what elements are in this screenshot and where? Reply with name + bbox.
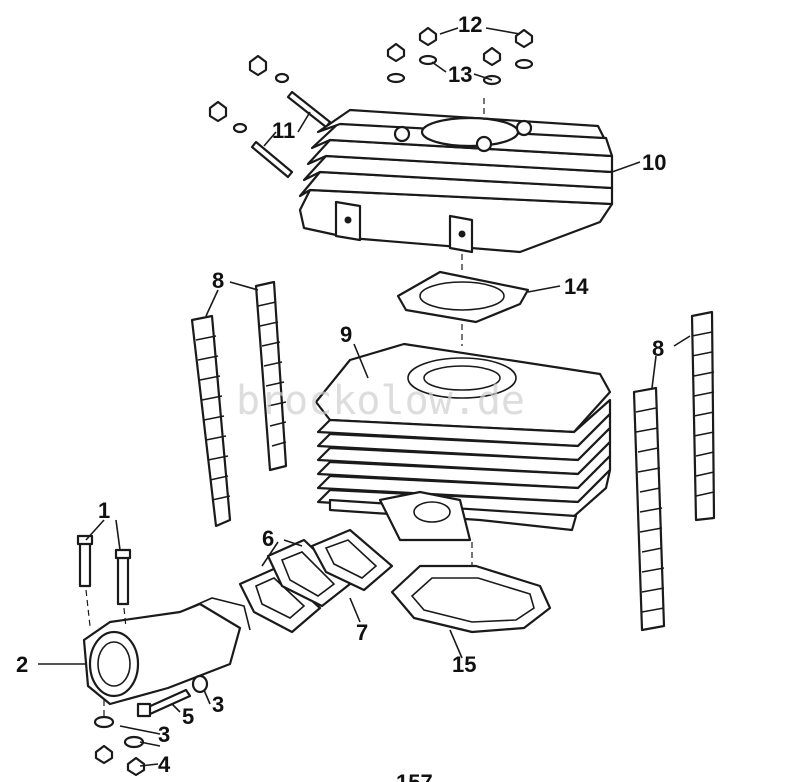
cylinder-head — [298, 108, 614, 254]
intake-gasket-rear — [310, 528, 394, 592]
cooling-rubber-strip-right-a — [632, 386, 666, 632]
callout-1: 1 — [98, 498, 110, 523]
callout-8-right: 8 — [652, 336, 664, 361]
cylinder-head-nuts — [386, 26, 534, 67]
intake-manifold — [82, 597, 251, 706]
reed-spacer — [266, 538, 352, 608]
clamp-bolt — [136, 688, 192, 718]
callout-13: 13 — [448, 62, 472, 87]
callout-10: 10 — [642, 150, 666, 175]
callout-15: 15 — [452, 652, 476, 677]
callout-labels: 1 2 3 3 4 5 6 7 8 8 9 10 11 12 13 14 15 — [16, 12, 666, 777]
washers — [93, 674, 209, 749]
callout-7: 7 — [356, 620, 368, 645]
callout-9: 9 — [340, 322, 352, 347]
assembly-lines — [85, 98, 485, 716]
callout-3-lower: 3 — [158, 722, 170, 747]
callout-6: 6 — [262, 526, 274, 551]
cooling-rubber-strip-left-b — [254, 280, 288, 472]
callout-14: 14 — [564, 274, 589, 299]
callout-5: 5 — [182, 704, 194, 729]
cylinder-barrel — [314, 342, 612, 542]
callout-12: 12 — [458, 12, 482, 37]
manifold-screws — [76, 534, 132, 606]
callout-2: 2 — [16, 652, 28, 677]
nuts — [94, 744, 146, 777]
page-number: 157 — [396, 770, 433, 782]
watermark-text: brockolow.de — [236, 378, 525, 424]
intake-gasket-front — [238, 566, 322, 634]
head-gasket — [396, 270, 530, 324]
cooling-rubber-strip-left-a — [190, 314, 232, 528]
base-gasket — [390, 564, 552, 634]
callout-4: 4 — [158, 752, 171, 777]
callout-11: 11 — [272, 118, 295, 143]
cooling-rubber-strip-right-b — [690, 310, 716, 522]
callout-3-upper: 3 — [212, 692, 224, 717]
cylinder-head-washers — [386, 54, 534, 86]
leader-lines — [38, 27, 691, 767]
cylinder-studs — [208, 54, 332, 179]
callout-8-left: 8 — [212, 268, 224, 293]
